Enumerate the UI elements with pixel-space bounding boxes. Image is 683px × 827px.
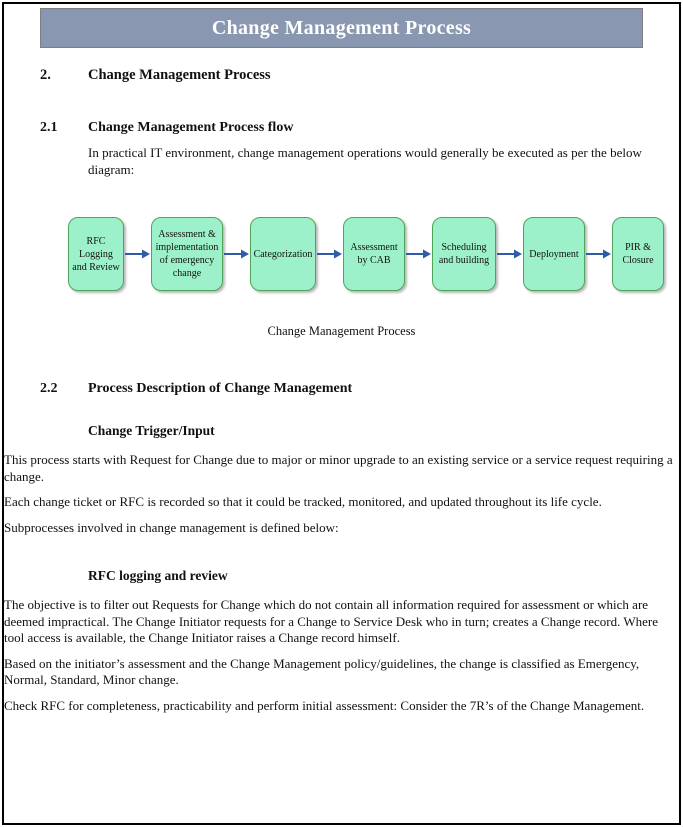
flow-step-box: Categorization — [250, 217, 316, 291]
flow-arrow-icon — [125, 249, 150, 259]
flow-arrow-icon — [406, 249, 431, 259]
flow-arrow-icon — [317, 249, 342, 259]
flow-step-box: PIR & Closure — [612, 217, 664, 291]
section-title: Change Management Process flow — [88, 120, 294, 135]
paragraph: This process starts with Request for Cha… — [4, 452, 673, 484]
section-title: Change Management Process — [88, 67, 271, 83]
flow-step-box: Assessment & implementation of emergency… — [151, 217, 223, 291]
paragraph: Based on the initiator’s assessment and … — [4, 655, 640, 688]
flow-arrow-icon — [224, 249, 249, 259]
paragraph: The objective is to filter out Requests … — [4, 597, 658, 645]
flow-step-box: Scheduling and building — [432, 217, 496, 291]
section-2-heading: 2. Change Management Process — [40, 67, 651, 84]
section-2-2-heading: 2.2 Process Description of Change Manage… — [40, 381, 651, 397]
flow-step-box: RFC Logging and Review — [68, 217, 124, 291]
section-title: Process Description of Change Management — [88, 381, 353, 396]
title-banner: Change Management Process — [40, 8, 643, 48]
paragraph: Check RFC for completeness, practicabili… — [4, 697, 645, 713]
process-flow-diagram: RFC Logging and Review Assessment & impl… — [68, 216, 679, 292]
section-number: 2.2 — [40, 381, 58, 396]
diagram-caption: Change Management Process — [267, 324, 416, 338]
flow-arrow-icon — [497, 249, 522, 259]
section-2-1-intro: In practical IT environment, change mana… — [88, 145, 642, 177]
flow-arrow-icon — [586, 249, 611, 259]
paragraph: Each change ticket or RFC is recorded so… — [4, 494, 602, 509]
rfc-logging-heading: RFC logging and review — [88, 568, 228, 583]
section-number: 2. — [40, 67, 51, 83]
flow-step-box: Deployment — [523, 217, 585, 291]
paragraph: Subprocesses involved in change manageme… — [4, 519, 339, 535]
document-title: Change Management Process — [211, 16, 472, 39]
change-trigger-heading: Change Trigger/Input — [88, 423, 215, 438]
section-2-1-heading: 2.1 Change Management Process flow — [40, 120, 651, 136]
section-number: 2.1 — [40, 120, 58, 135]
flow-step-box: Assessment by CAB — [343, 217, 405, 291]
